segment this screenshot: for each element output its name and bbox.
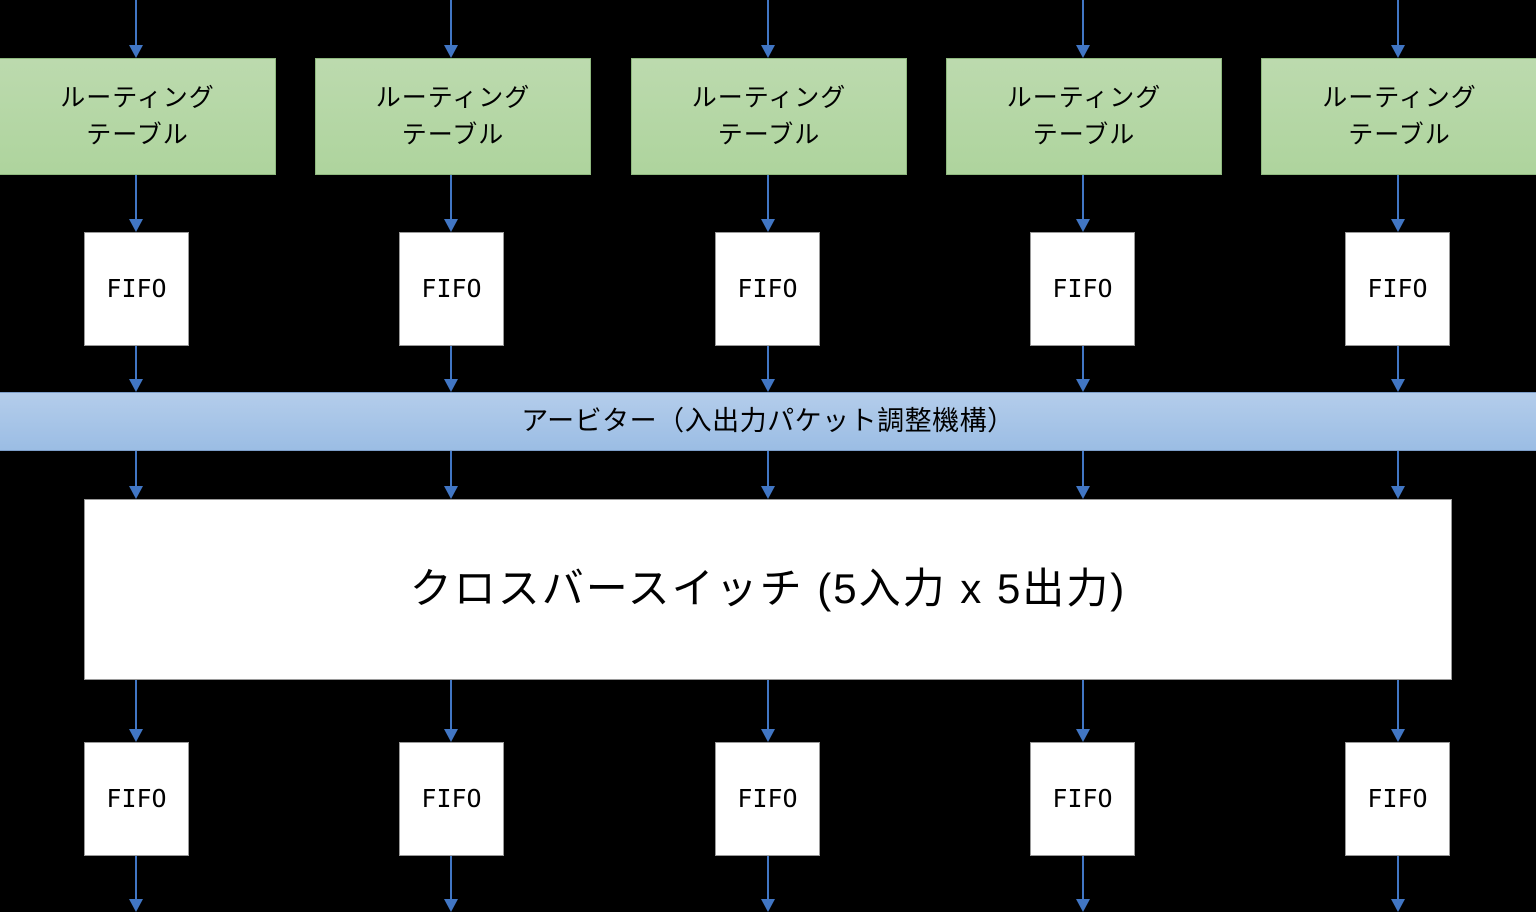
arrow-head-icon — [1391, 219, 1405, 232]
routing-table-box-1[interactable]: ルーティング テーブル — [0, 58, 276, 175]
arrow-shaft — [1397, 451, 1399, 486]
arrow-shaft — [135, 175, 137, 219]
arrow-shaft — [1397, 856, 1399, 899]
arrow-head-icon — [1391, 45, 1405, 58]
arrow-head-icon — [761, 219, 775, 232]
input-fifo-box-3[interactable]: FIFO — [715, 232, 820, 346]
arrow-shaft — [135, 856, 137, 899]
output-fifo-box-1[interactable]: FIFO — [84, 742, 189, 856]
arrow-shaft — [135, 680, 137, 729]
arrow-head-icon — [761, 729, 775, 742]
crossbar-switch-box[interactable]: クロスバースイッチ (5入力 x 5出力) — [84, 499, 1452, 680]
arrow-head-icon — [444, 899, 458, 912]
arrow-shaft — [1397, 175, 1399, 219]
arrow-head-icon — [1391, 379, 1405, 392]
arrow-shaft — [135, 451, 137, 486]
arrow-head-icon — [1076, 729, 1090, 742]
arrow-head-icon — [129, 486, 143, 499]
arrow-head-icon — [761, 45, 775, 58]
routing-table-box-2[interactable]: ルーティング テーブル — [315, 58, 591, 175]
arrow-shaft — [767, 0, 769, 45]
arrow-head-icon — [129, 379, 143, 392]
arrow-shaft — [1397, 680, 1399, 729]
arrow-head-icon — [129, 899, 143, 912]
output-fifo-box-5[interactable]: FIFO — [1345, 742, 1450, 856]
arrow-shaft — [767, 451, 769, 486]
arrow-head-icon — [444, 486, 458, 499]
input-fifo-box-5[interactable]: FIFO — [1345, 232, 1450, 346]
arrow-head-icon — [444, 219, 458, 232]
arrow-head-icon — [1076, 219, 1090, 232]
arrow-shaft — [1082, 175, 1084, 219]
arrow-head-icon — [1391, 899, 1405, 912]
input-fifo-box-4[interactable]: FIFO — [1030, 232, 1135, 346]
arrow-head-icon — [129, 219, 143, 232]
arrow-shaft — [1082, 346, 1084, 379]
arrow-shaft — [450, 856, 452, 899]
input-fifo-box-2[interactable]: FIFO — [399, 232, 504, 346]
arrow-shaft — [767, 680, 769, 729]
arrow-head-icon — [1076, 486, 1090, 499]
arrow-shaft — [450, 680, 452, 729]
arrow-head-icon — [1391, 729, 1405, 742]
arrow-shaft — [1397, 0, 1399, 45]
arrow-shaft — [1082, 680, 1084, 729]
arrow-shaft — [1397, 346, 1399, 379]
arrow-head-icon — [1076, 379, 1090, 392]
output-fifo-box-3[interactable]: FIFO — [715, 742, 820, 856]
arrow-shaft — [767, 346, 769, 379]
routing-table-box-4[interactable]: ルーティング テーブル — [946, 58, 1222, 175]
arrow-shaft — [1082, 0, 1084, 45]
arrow-shaft — [1082, 451, 1084, 486]
arrow-shaft — [767, 856, 769, 899]
arrow-head-icon — [761, 486, 775, 499]
arrow-head-icon — [444, 379, 458, 392]
routing-table-box-5[interactable]: ルーティング テーブル — [1261, 58, 1536, 175]
arrow-head-icon — [1076, 45, 1090, 58]
arrow-shaft — [135, 346, 137, 379]
arrow-head-icon — [1391, 486, 1405, 499]
output-fifo-box-2[interactable]: FIFO — [399, 742, 504, 856]
arrow-shaft — [450, 0, 452, 45]
arrow-head-icon — [761, 379, 775, 392]
arrow-head-icon — [1076, 899, 1090, 912]
input-fifo-box-1[interactable]: FIFO — [84, 232, 189, 346]
arrow-head-icon — [129, 729, 143, 742]
arrow-shaft — [450, 451, 452, 486]
routing-table-box-3[interactable]: ルーティング テーブル — [631, 58, 907, 175]
arrow-head-icon — [129, 45, 143, 58]
arrow-shaft — [1082, 856, 1084, 899]
arrow-shaft — [767, 175, 769, 219]
output-fifo-box-4[interactable]: FIFO — [1030, 742, 1135, 856]
arrow-head-icon — [761, 899, 775, 912]
arbiter-bar[interactable]: アービター（入出力パケット調整機構） — [0, 392, 1536, 451]
arrow-shaft — [135, 0, 137, 45]
arrow-shaft — [450, 346, 452, 379]
arrow-head-icon — [444, 729, 458, 742]
arrow-shaft — [450, 175, 452, 219]
arrow-head-icon — [444, 45, 458, 58]
